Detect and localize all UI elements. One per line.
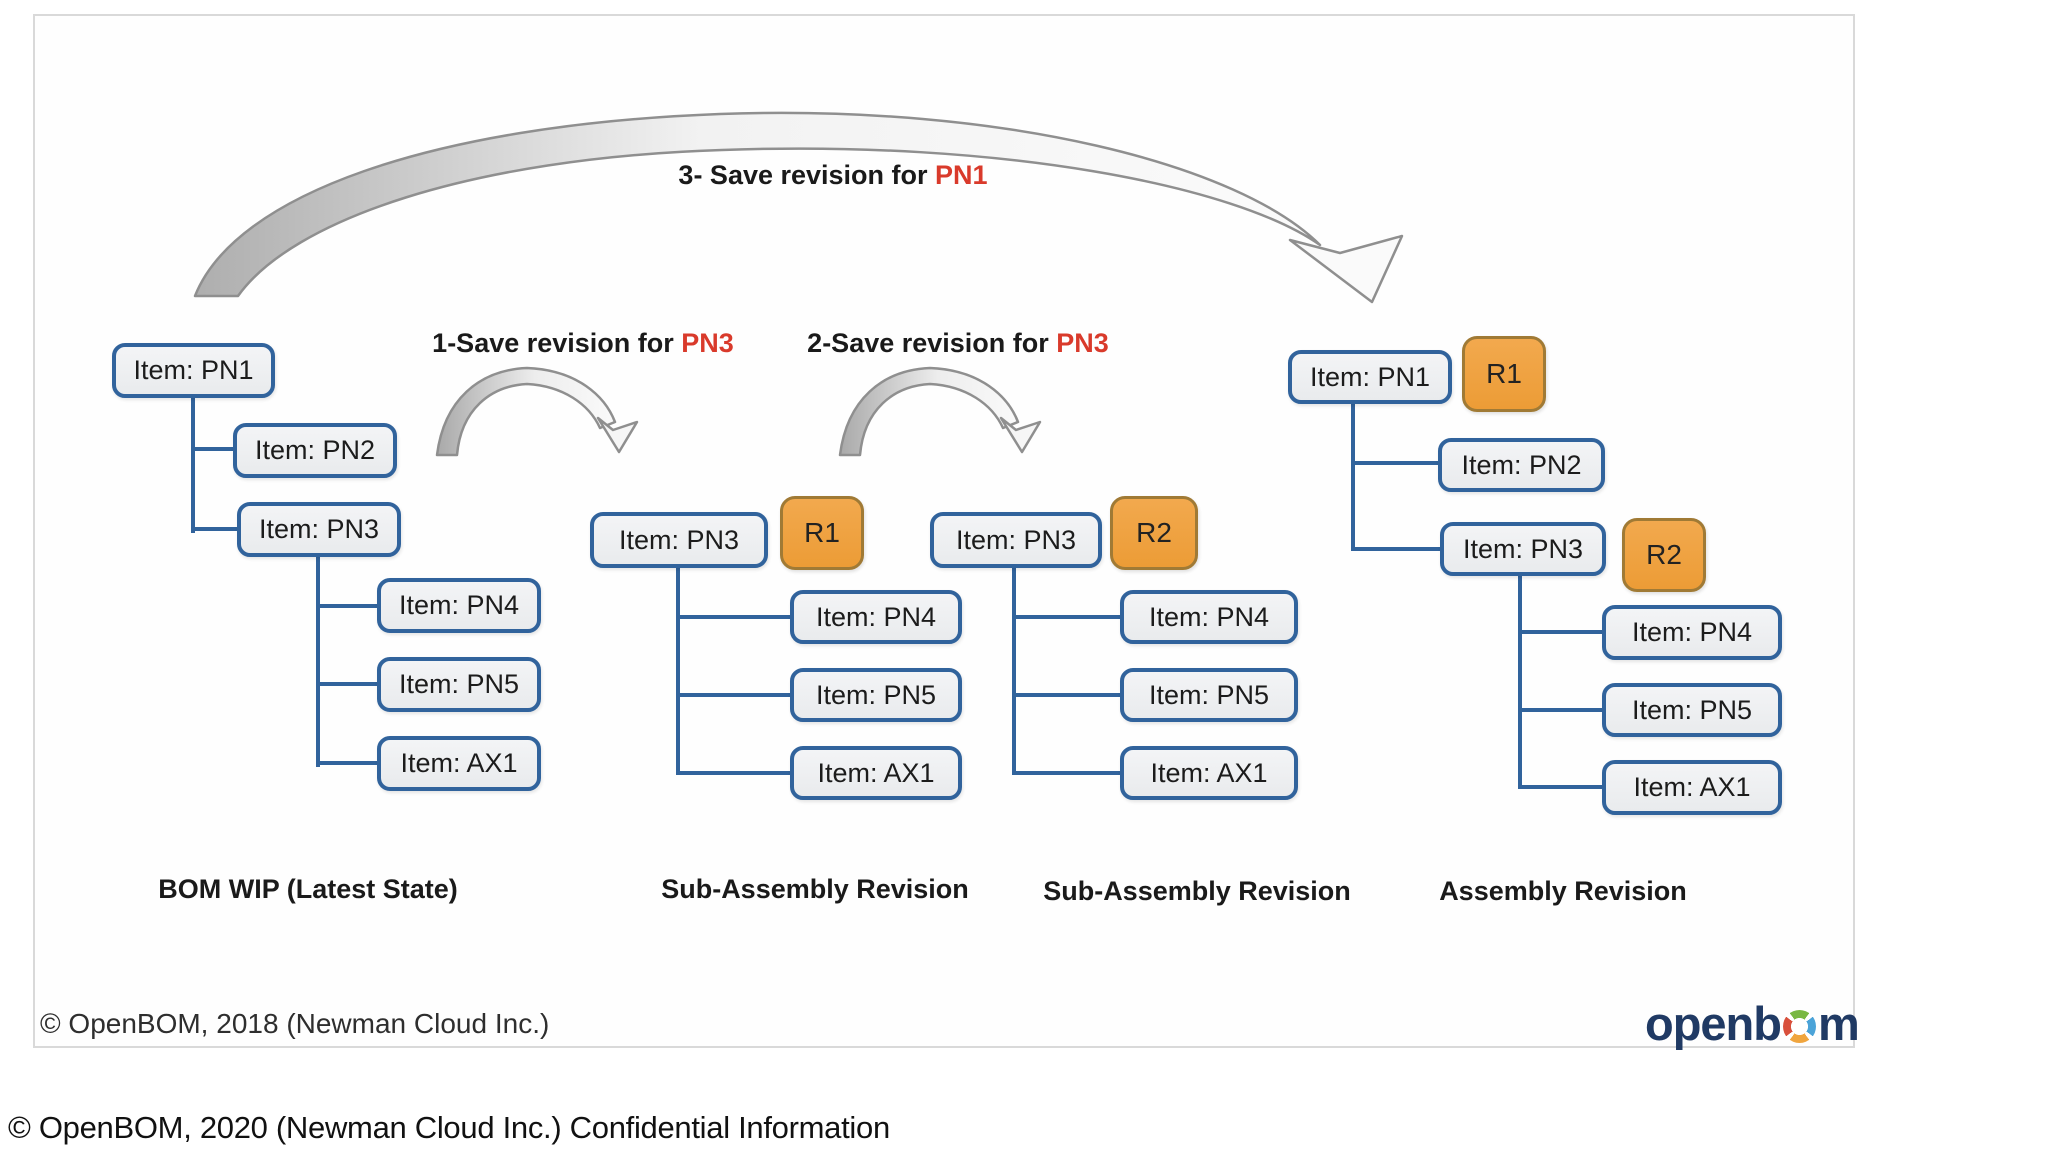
tree1-node-pn1: Item: PN1 <box>112 343 275 398</box>
caption-step1-highlight: PN3 <box>681 328 734 358</box>
node-label: Item: PN5 <box>815 679 937 710</box>
caption-step3-text: 3- Save revision for <box>678 160 936 190</box>
node-label: Item: PN2 <box>1461 449 1582 480</box>
tree4-label: Assembly Revision <box>1439 876 1687 906</box>
tree4-node-pn2: Item: PN2 <box>1438 438 1605 492</box>
node-label: Item: PN3 <box>1462 533 1584 564</box>
tree3-node-pn5: Item: PN5 <box>1120 668 1298 722</box>
caption-step1: 1-Save revision for PN3 <box>383 328 783 359</box>
connector-line <box>1353 547 1440 551</box>
tree2-revision-badge: R1 <box>780 496 864 570</box>
openbom-logo-text-right: m <box>1817 997 1860 1050</box>
connector-line <box>318 761 379 765</box>
node-label: Item: PN4 <box>1148 601 1270 632</box>
tree2-label: Sub-Assembly Revision <box>661 874 969 904</box>
caption-step2-highlight: PN3 <box>1056 328 1109 358</box>
tree1-label: BOM WIP (Latest State) <box>158 874 458 904</box>
connector-line <box>1520 785 1602 789</box>
node-label: Item: PN4 <box>815 601 937 632</box>
tree4-revision-badge-r1: R1 <box>1462 336 1546 412</box>
slide-copyright: © OpenBOM, 2018 (Newman Cloud Inc.) <box>40 1008 550 1039</box>
node-label: Item: PN5 <box>1631 694 1753 725</box>
caption-step2-text: 2-Save revision for <box>807 328 1057 358</box>
connector-line <box>1014 615 1120 619</box>
node-label: Item: PN4 <box>398 590 520 620</box>
tree2-node-ax1: Item: AX1 <box>790 746 962 800</box>
node-label: Item: PN3 <box>258 514 380 544</box>
connector-line <box>193 447 235 451</box>
caption-step1-text: 1-Save revision for <box>432 328 682 358</box>
connector-line <box>676 566 680 775</box>
tree2-node-pn3: Item: PN3 <box>590 512 768 568</box>
tree1-node-pn2: Item: PN2 <box>233 423 397 478</box>
connector-line <box>1351 402 1355 551</box>
caption-step2: 2-Save revision for PN3 <box>758 328 1158 359</box>
connector-line <box>1520 630 1602 634</box>
connector-line <box>1520 708 1602 712</box>
openbom-logo-ring-icon <box>1782 1010 1816 1043</box>
connector-line <box>1014 771 1120 775</box>
tree1-node-ax1: Item: AX1 <box>377 736 541 791</box>
tree4-node-pn4: Item: PN4 <box>1602 605 1782 660</box>
tree3-label: Sub-Assembly Revision <box>1043 876 1351 906</box>
node-label: Item: PN4 <box>1631 617 1753 647</box>
caption-step3: 3- Save revision for PN1 <box>633 160 1033 191</box>
tree2-node-pn4: Item: PN4 <box>790 590 962 644</box>
connector-line <box>1012 566 1016 775</box>
tree1-node-pn5: Item: PN5 <box>377 657 541 712</box>
tree3-node-pn3: Item: PN3 <box>930 512 1102 568</box>
tree4-node-ax1: Item: AX1 <box>1602 760 1782 815</box>
tree1-node-pn3: Item: PN3 <box>237 502 401 557</box>
connector-line <box>678 693 790 697</box>
node-label: Item: PN3 <box>955 524 1077 555</box>
node-label: Item: AX1 <box>817 757 935 788</box>
tree3-node-ax1: Item: AX1 <box>1120 746 1298 800</box>
connector-line <box>1353 461 1438 465</box>
node-label: Item: PN2 <box>254 435 376 465</box>
connector-line <box>678 615 790 619</box>
connector-line <box>193 527 239 531</box>
tree3-node-pn4: Item: PN4 <box>1120 590 1298 644</box>
caption-step3-highlight: PN1 <box>935 160 988 190</box>
connector-line <box>316 555 320 767</box>
openbom-logo-text-left: openb <box>1645 997 1782 1050</box>
connector-line <box>678 771 790 775</box>
connector-line <box>318 682 379 686</box>
tree3-revision-badge: R2 <box>1110 496 1198 570</box>
node-label: Item: AX1 <box>400 748 518 778</box>
node-label: Item: PN5 <box>398 669 520 699</box>
node-label: Item: PN1 <box>133 355 254 385</box>
connector-line <box>318 604 379 608</box>
node-label: Item: PN3 <box>618 524 740 555</box>
connector-line <box>1014 693 1120 697</box>
node-label: Item: PN1 <box>1309 361 1431 392</box>
node-label: Item: PN5 <box>1148 679 1270 710</box>
tree4-node-pn5: Item: PN5 <box>1602 683 1782 737</box>
page-caption: © OpenBOM, 2020 (Newman Cloud Inc.) Conf… <box>8 1110 890 1145</box>
connector-line <box>1518 574 1522 789</box>
tree1-node-pn4: Item: PN4 <box>377 578 541 633</box>
tree4-revision-badge-r2: R2 <box>1622 518 1706 592</box>
node-label: Item: AX1 <box>1633 772 1751 802</box>
node-label: Item: AX1 <box>1150 757 1268 788</box>
tree4-node-pn3: Item: PN3 <box>1440 522 1606 576</box>
tree4-node-pn1: Item: PN1 <box>1288 350 1452 404</box>
tree2-node-pn5: Item: PN5 <box>790 668 962 722</box>
connector-line <box>191 396 195 533</box>
